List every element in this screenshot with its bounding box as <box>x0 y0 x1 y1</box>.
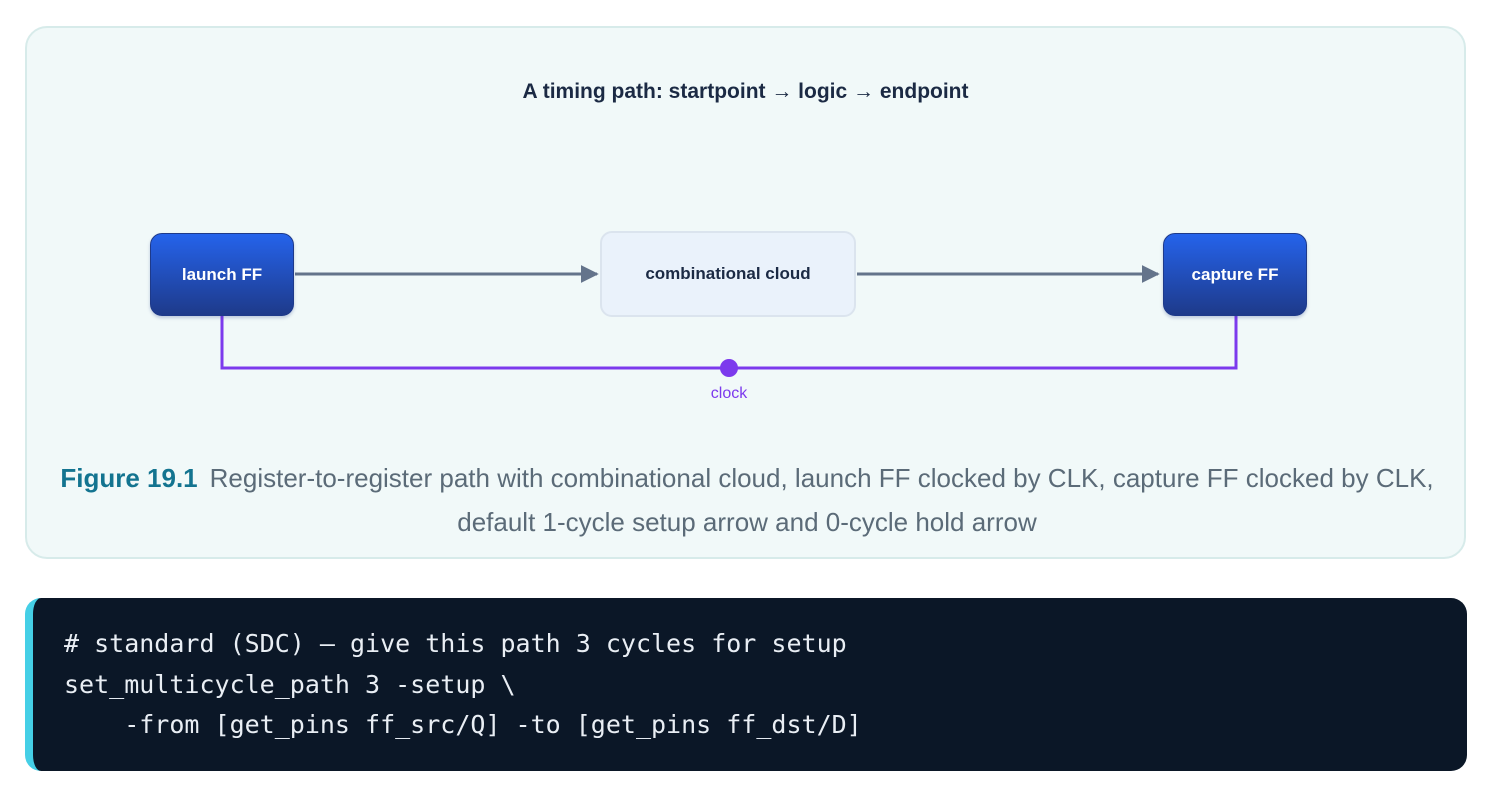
code-line: -from [get_pins ff_src/Q] -to [get_pins … <box>64 710 862 739</box>
figure-card: A timing path: startpoint → logic → endp… <box>25 26 1466 559</box>
code-line: # standard (SDC) — give this path 3 cycl… <box>64 629 847 658</box>
figure-caption: Figure 19.1 Register-to-register path wit… <box>57 456 1437 544</box>
diagram-title: A timing path: startpoint → logic → endp… <box>522 80 969 103</box>
code-line: set_multicycle_path 3 -setup \ <box>64 669 516 699</box>
diagram-canvas <box>220 265 1238 377</box>
figure-number: Figure 19.1 <box>60 463 198 493</box>
caption-text: Register-to-register path with combinati… <box>209 463 1434 537</box>
clock-source-dot <box>720 359 738 377</box>
code-block: # standard (SDC) — give this path 3 cycl… <box>25 598 1467 771</box>
clock-label: clock <box>710 385 748 402</box>
capture-ff-node: capture FF <box>1163 233 1307 316</box>
launch-ff-node: launch FF <box>150 233 294 316</box>
combinational-cloud-node: combinational cloud <box>600 231 856 317</box>
